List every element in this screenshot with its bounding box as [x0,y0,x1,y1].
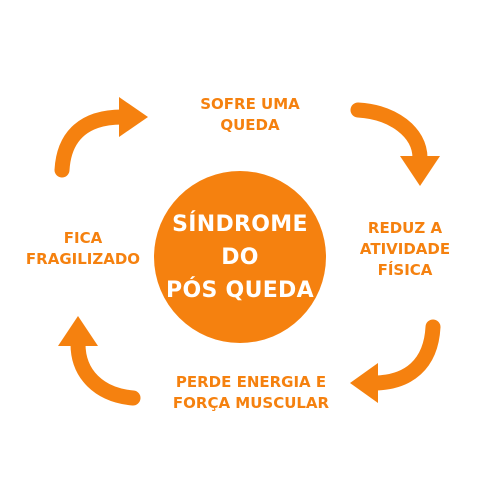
arrow-top-left-head [119,97,148,137]
arrow-bottom-right-head [350,363,378,403]
step-sofre-uma-queda: SOFRE UMA QUEDA [185,94,315,136]
step-fica-fragilizado: FICA FRAGILIZADO [16,228,150,270]
step-label-line: REDUZ A [367,219,443,237]
step-label-line: FRAGILIZADO [25,250,141,268]
arrow-top-right-head [400,156,440,186]
arrow-bottom-left-head [58,316,98,346]
step-reduz-a-atividade-fisica: REDUZ A ATIVIDADE FÍSICA [350,218,460,281]
center-title-line: PÓS QUEDA [166,277,314,303]
arrow-top-left [54,97,148,178]
center-title-line: DO [221,244,259,270]
step-label-line: FÍSICA [377,261,433,279]
center-circle: SÍNDROME DO PÓS QUEDA [154,171,326,343]
arrow-bottom-left [58,316,141,406]
arrow-bottom-right-curve [368,319,441,391]
step-perde-energia: PERDE ENERGIA E FORÇA MUSCULAR [158,372,344,414]
arrow-bottom-right [350,319,441,403]
arrow-top-right-curve [350,102,428,166]
step-label-line: FORÇA MUSCULAR [172,394,330,412]
arrow-top-left-curve [54,109,130,178]
step-label-line: SOFRE UMA [200,95,300,113]
step-label-line: PERDE ENERGIA E [175,373,327,391]
step-label-line: ATIVIDADE [359,240,451,258]
arrow-bottom-left-curve [70,336,141,406]
step-label-line: FICA [63,229,103,247]
arrow-top-right [350,102,440,186]
center-title-line: SÍNDROME [172,211,308,237]
step-label-line: QUEDA [220,116,280,134]
